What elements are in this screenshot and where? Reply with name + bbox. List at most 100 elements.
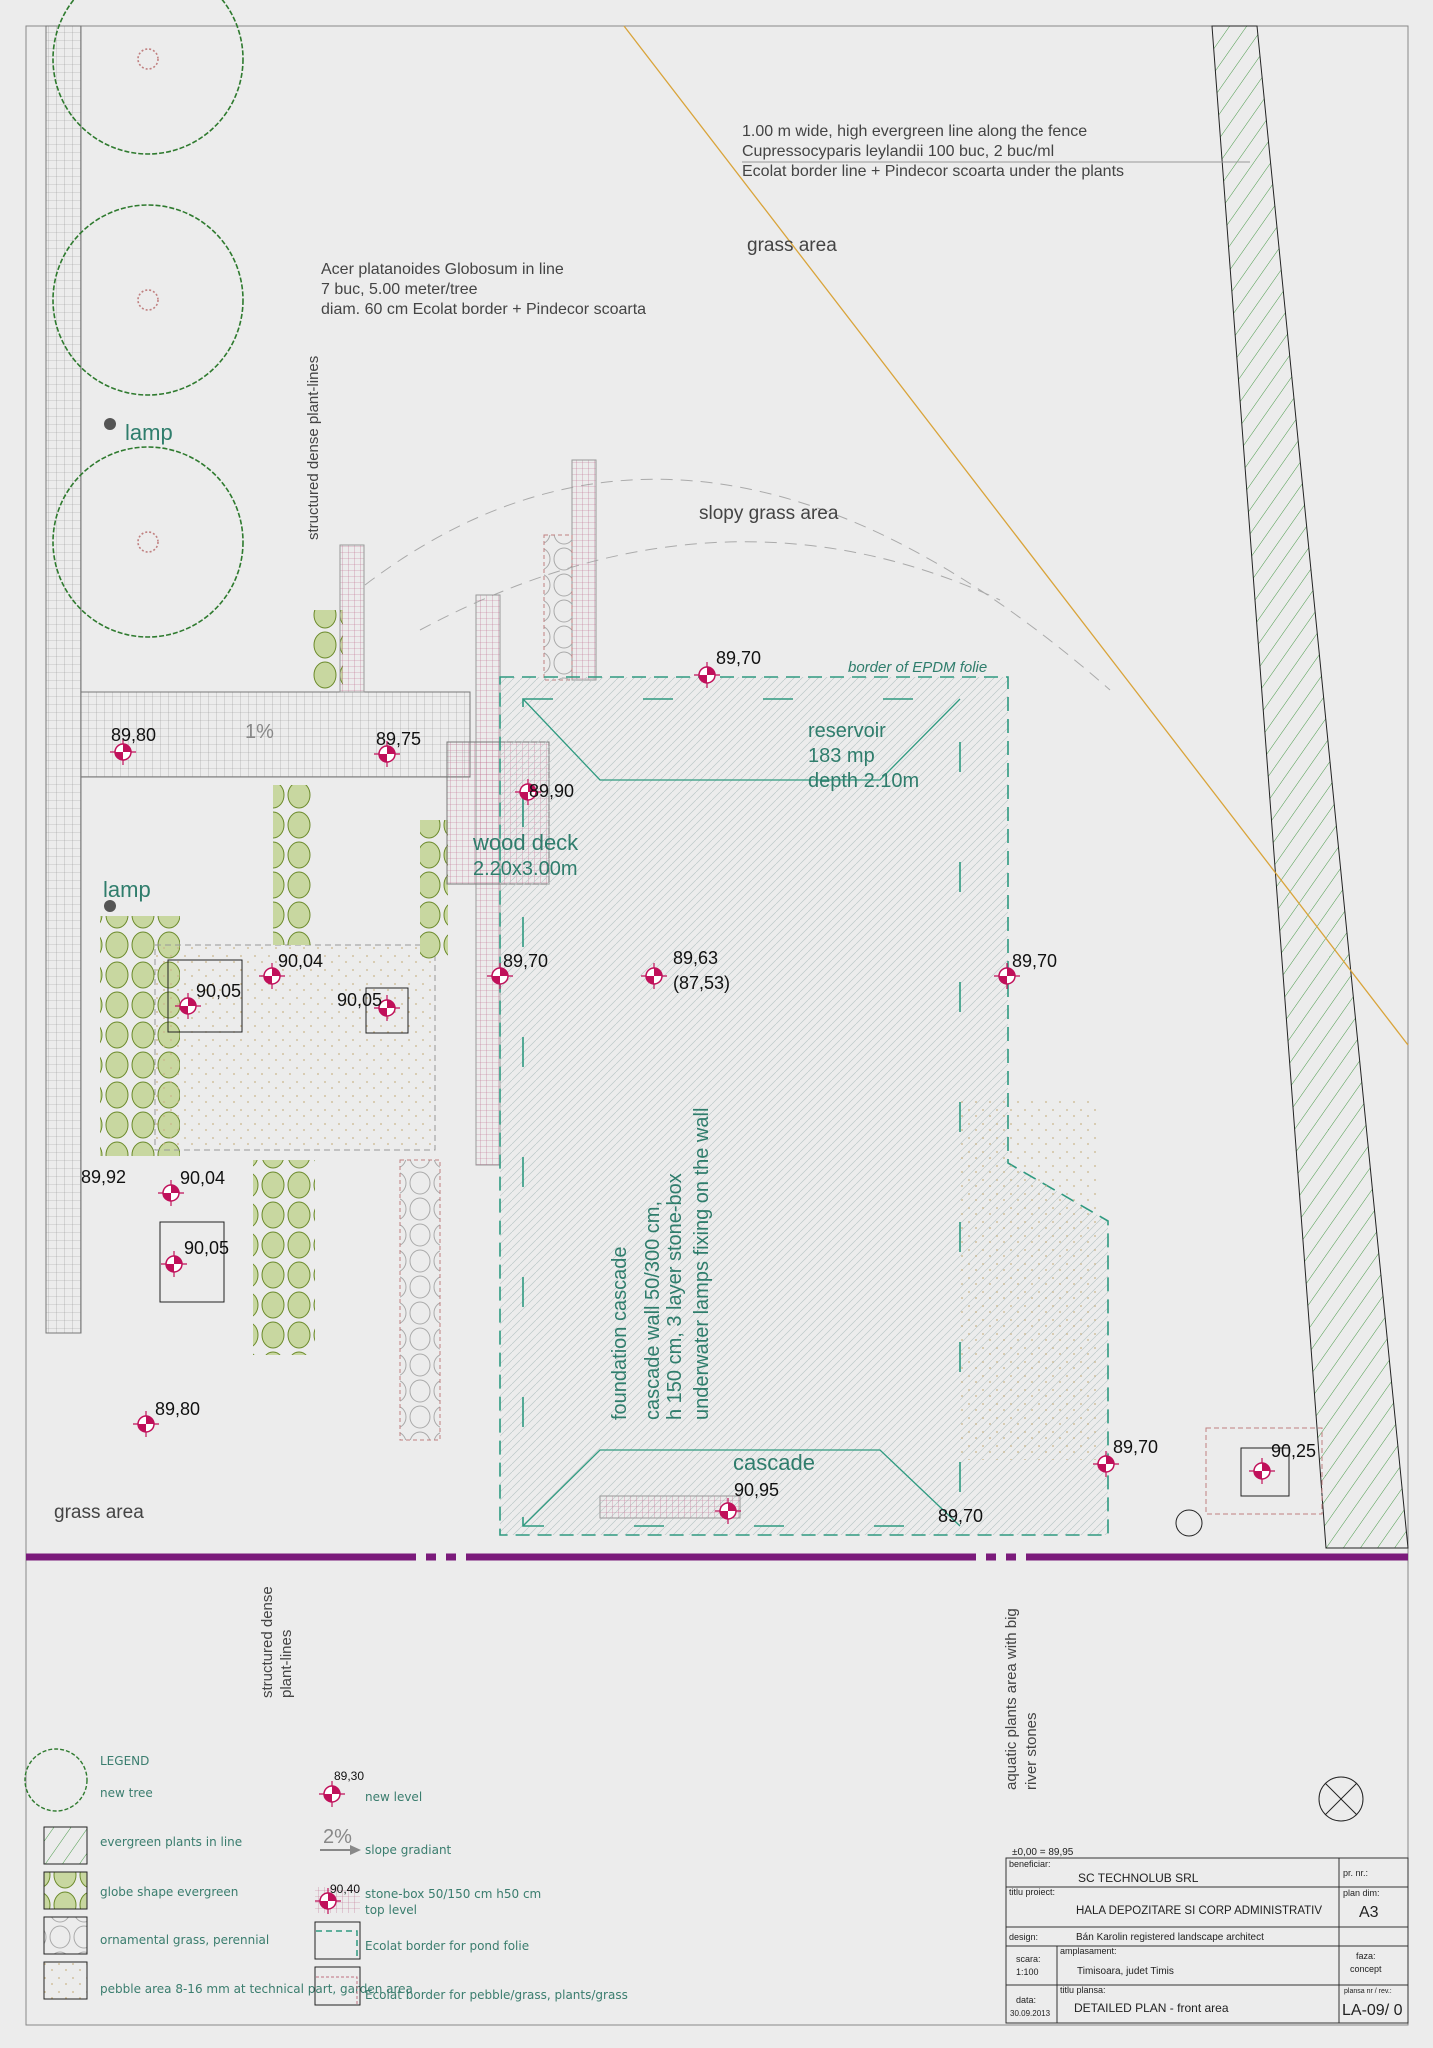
svg-text:amplasament:: amplasament:: [1060, 1946, 1117, 1956]
datum: ±0,00 = 89,95: [1012, 1847, 1074, 1858]
structured-bottom-1: structured dense: [259, 1586, 276, 1698]
pond-border-swatch: [314, 1921, 361, 1960]
globe-evergreen-bed: [253, 1160, 315, 1355]
note-fence-2: Cupressocyparis leylandii 100 buc, 2 buc…: [742, 143, 1054, 160]
level-value: 89,80: [155, 1399, 200, 1419]
stone-box: [159, 1221, 225, 1303]
cascade-note-1: foundation cascade: [609, 1247, 631, 1420]
cascade-note-2: cascade wall 50/300 cm,: [642, 1201, 664, 1420]
level-value: 89,90: [529, 781, 574, 801]
reservoir-depth: depth 2.10m: [808, 770, 919, 792]
globe-swatch: [43, 1871, 88, 1910]
beneficiar: SC TECHNOLUB SRL: [1078, 1871, 1199, 1885]
level-value: 89,63: [673, 948, 718, 968]
svg-text:plan dim:: plan dim:: [1343, 1888, 1380, 1898]
cascade-note-3: h 150 cm, 3 layer stone-box: [664, 1173, 686, 1420]
stone-box: [365, 987, 409, 1034]
svg-text:faza:: faza:: [1356, 1951, 1376, 1961]
ornamental-grass-bed: [399, 1159, 441, 1441]
phase: concept: [1350, 1964, 1382, 1974]
svg-text:scara:: scara:: [1016, 1954, 1041, 1964]
tree-icon: [52, 0, 244, 155]
cascade-label: cascade: [733, 1450, 815, 1475]
level-value: 89,70: [938, 1506, 983, 1526]
pond-border-epdm: [499, 676, 1109, 1536]
note-acer-2: 7 buc, 5.00 meter/tree: [321, 281, 478, 298]
lamp-label: lamp: [103, 877, 151, 902]
walkway-horizontal: [80, 691, 471, 778]
lamp-pad: [1205, 1427, 1323, 1515]
sheet-number: LA-09/ 0: [1342, 2002, 1403, 2019]
legend-item: top level: [365, 1903, 417, 1917]
ornamental-grass-bed: [543, 534, 573, 681]
lamp-icon: [104, 900, 116, 912]
epdm-border-label: border of EPDM folie: [848, 659, 987, 676]
arrow-right-icon: [350, 1845, 361, 1855]
level-value: (87,53): [673, 973, 730, 993]
globe-evergreen-bed: [273, 785, 313, 945]
evergreen-swatch: [43, 1826, 88, 1865]
level-value: 89,75: [376, 729, 421, 749]
svg-text:design:: design:: [1009, 1932, 1038, 1942]
sheet-title: DETAILED PLAN - front area: [1074, 2001, 1229, 2015]
reservoir-label: reservoir: [808, 720, 886, 742]
level-value: 90,95: [734, 1480, 779, 1500]
legend-item: new level: [365, 1790, 422, 1804]
note-acer-1: Acer platanoides Globosum in line: [321, 261, 564, 278]
stone-box: [167, 959, 243, 1033]
project-title: HALA DEPOZITARE SI CORP ADMINISTRATIV: [1076, 1905, 1322, 1917]
north-arrow-icon: [1318, 1776, 1364, 1822]
fence-evergreen-strip: [1211, 25, 1409, 1549]
legend: LEGEND new tree evergreen plants in line…: [24, 1748, 628, 2006]
structured-bottom-2: plant-lines: [278, 1630, 295, 1698]
pebble-area: [154, 944, 436, 1151]
wood-deck-size: 2.20x3.00m: [473, 858, 578, 880]
reservoir-slopes: [522, 698, 961, 1527]
note-fence-3: Ecolat border line + Pindecor scoarta un…: [742, 163, 1124, 180]
aquatic-area: [960, 1100, 1100, 1460]
legend-item: ornamental grass, perennial: [100, 1933, 269, 1947]
aquatic-label-2: river stones: [1023, 1712, 1040, 1790]
legend-level-value: 89,30: [334, 1769, 364, 1783]
walkway-vertical: [45, 25, 82, 1334]
slope-1pct: 1%: [245, 721, 274, 743]
ornamental-swatch: [43, 1916, 88, 1955]
legend-item: globe shape evergreen: [100, 1885, 238, 1899]
legend-item: slope gradiant: [365, 1843, 452, 1857]
cascade-note-4: underwater lamps fixing on the wall: [691, 1108, 713, 1420]
date: 30.09.2013: [1010, 2009, 1051, 2018]
tree-icon: [52, 446, 244, 638]
legend-title: LEGEND: [100, 1754, 149, 1768]
slope-arc-inner: [419, 541, 1001, 631]
lamp-label: lamp: [125, 420, 173, 445]
legend-item: stone-box 50/150 cm h50 cm: [365, 1887, 541, 1901]
cascade-stone-box: [599, 1495, 741, 1519]
svg-text:titlu proiect:: titlu proiect:: [1009, 1887, 1055, 1897]
structured-plant-lines-label: structured dense plant-lines: [305, 356, 322, 540]
grass-area-label: grass area: [747, 235, 837, 256]
plan-dim: A3: [1359, 1904, 1379, 1921]
legend-item: Ecolat border for pebble/grass, plants/g…: [365, 1988, 628, 2002]
svg-text:beneficiar:: beneficiar:: [1009, 1859, 1051, 1869]
reservoir-area: 183 mp: [808, 745, 875, 767]
grass-area-bottom: grass area: [54, 1502, 144, 1523]
tree-row: [52, 0, 244, 638]
stone-box-line: [339, 544, 365, 693]
svg-text:pr. nr.:: pr. nr.:: [1343, 1868, 1368, 1878]
scale: 1:100: [1016, 1967, 1039, 1977]
stone-box: [1240, 1447, 1290, 1497]
property-line: [623, 25, 1409, 1046]
legend-item: Ecolat border for pond folie: [365, 1939, 529, 1953]
pebble-border-swatch: [314, 1966, 361, 2006]
aquatic-label-1: aquatic plants area with big: [1003, 1608, 1020, 1790]
slopy-grass-label: slopy grass area: [699, 503, 839, 524]
legend-item: new tree: [100, 1786, 153, 1800]
title-block: ±0,00 = 89,95 beneficiar: SC TECHNOLUB S…: [1005, 1847, 1409, 2024]
location: Timisoara, judet Timis: [1077, 1966, 1174, 1977]
legend-item: evergreen plants in line: [100, 1835, 242, 1849]
legend-item: pebble area 8-16 mm at technical part, g…: [100, 1982, 413, 1996]
globe-evergreen-bed: [420, 820, 448, 960]
tree-icon: [24, 1748, 88, 1812]
level-value: 89,70: [1113, 1437, 1158, 1457]
